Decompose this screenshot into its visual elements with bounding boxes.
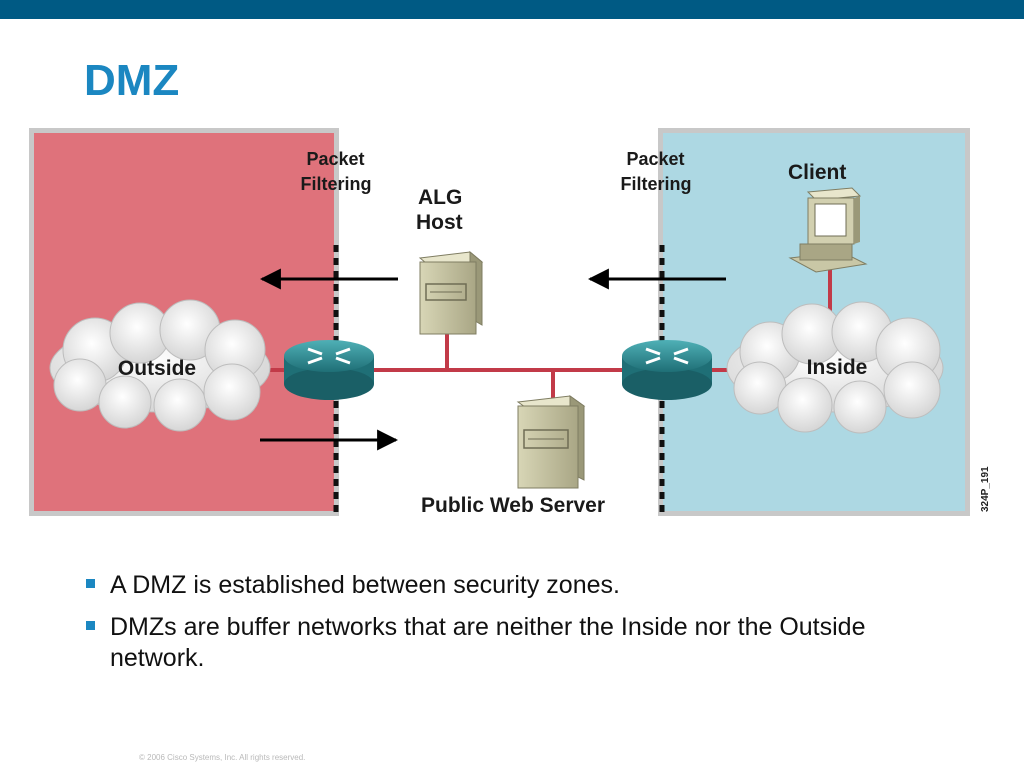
- inside-cloud: [726, 301, 944, 434]
- bullet-item: DMZs are buffer networks that are neithe…: [86, 612, 906, 674]
- inside-label: Inside: [807, 356, 868, 379]
- bullet-marker-icon: [86, 579, 95, 588]
- public-web-server-label: Public Web Server: [421, 494, 605, 517]
- right-router-icon: [622, 340, 712, 400]
- bullet-marker-icon: [86, 621, 95, 630]
- packet-filtering-left-line1: Packet: [306, 149, 364, 169]
- top-bar: [0, 0, 1024, 19]
- bullet-item: A DMZ is established between security zo…: [86, 570, 906, 601]
- client-computer-icon: [788, 187, 868, 273]
- alg-host-server-icon: [418, 250, 484, 335]
- bullet-list: A DMZ is established between security zo…: [86, 570, 906, 685]
- slide-title: DMZ: [84, 56, 180, 105]
- packet-filtering-left-label: Packet Filtering: [301, 149, 372, 194]
- packet-filtering-right-label: Packet Filtering: [621, 149, 692, 194]
- packet-filtering-left-line2: Filtering: [301, 174, 372, 194]
- public-web-server-icon: [516, 395, 586, 489]
- left-router-icon: [284, 340, 374, 400]
- bullet-text: A DMZ is established between security zo…: [110, 571, 620, 599]
- packet-filtering-right-line1: Packet: [626, 149, 684, 169]
- copyright-footer: © 2006 Cisco Systems, Inc. All rights re…: [139, 753, 306, 762]
- outside-cloud: [49, 299, 271, 432]
- client-label: Client: [788, 161, 846, 184]
- alg-host-label: ALG Host: [416, 186, 468, 234]
- alg-host-line2: Host: [416, 211, 463, 234]
- alg-host-line1: ALG: [418, 186, 462, 209]
- outside-label: Outside: [118, 357, 196, 380]
- packet-filtering-right-line2: Filtering: [621, 174, 692, 194]
- bullet-text: DMZs are buffer networks that are neithe…: [110, 613, 866, 672]
- figure-id-label: 324P_191: [980, 466, 991, 512]
- dmz-diagram: Outside Inside: [29, 128, 991, 517]
